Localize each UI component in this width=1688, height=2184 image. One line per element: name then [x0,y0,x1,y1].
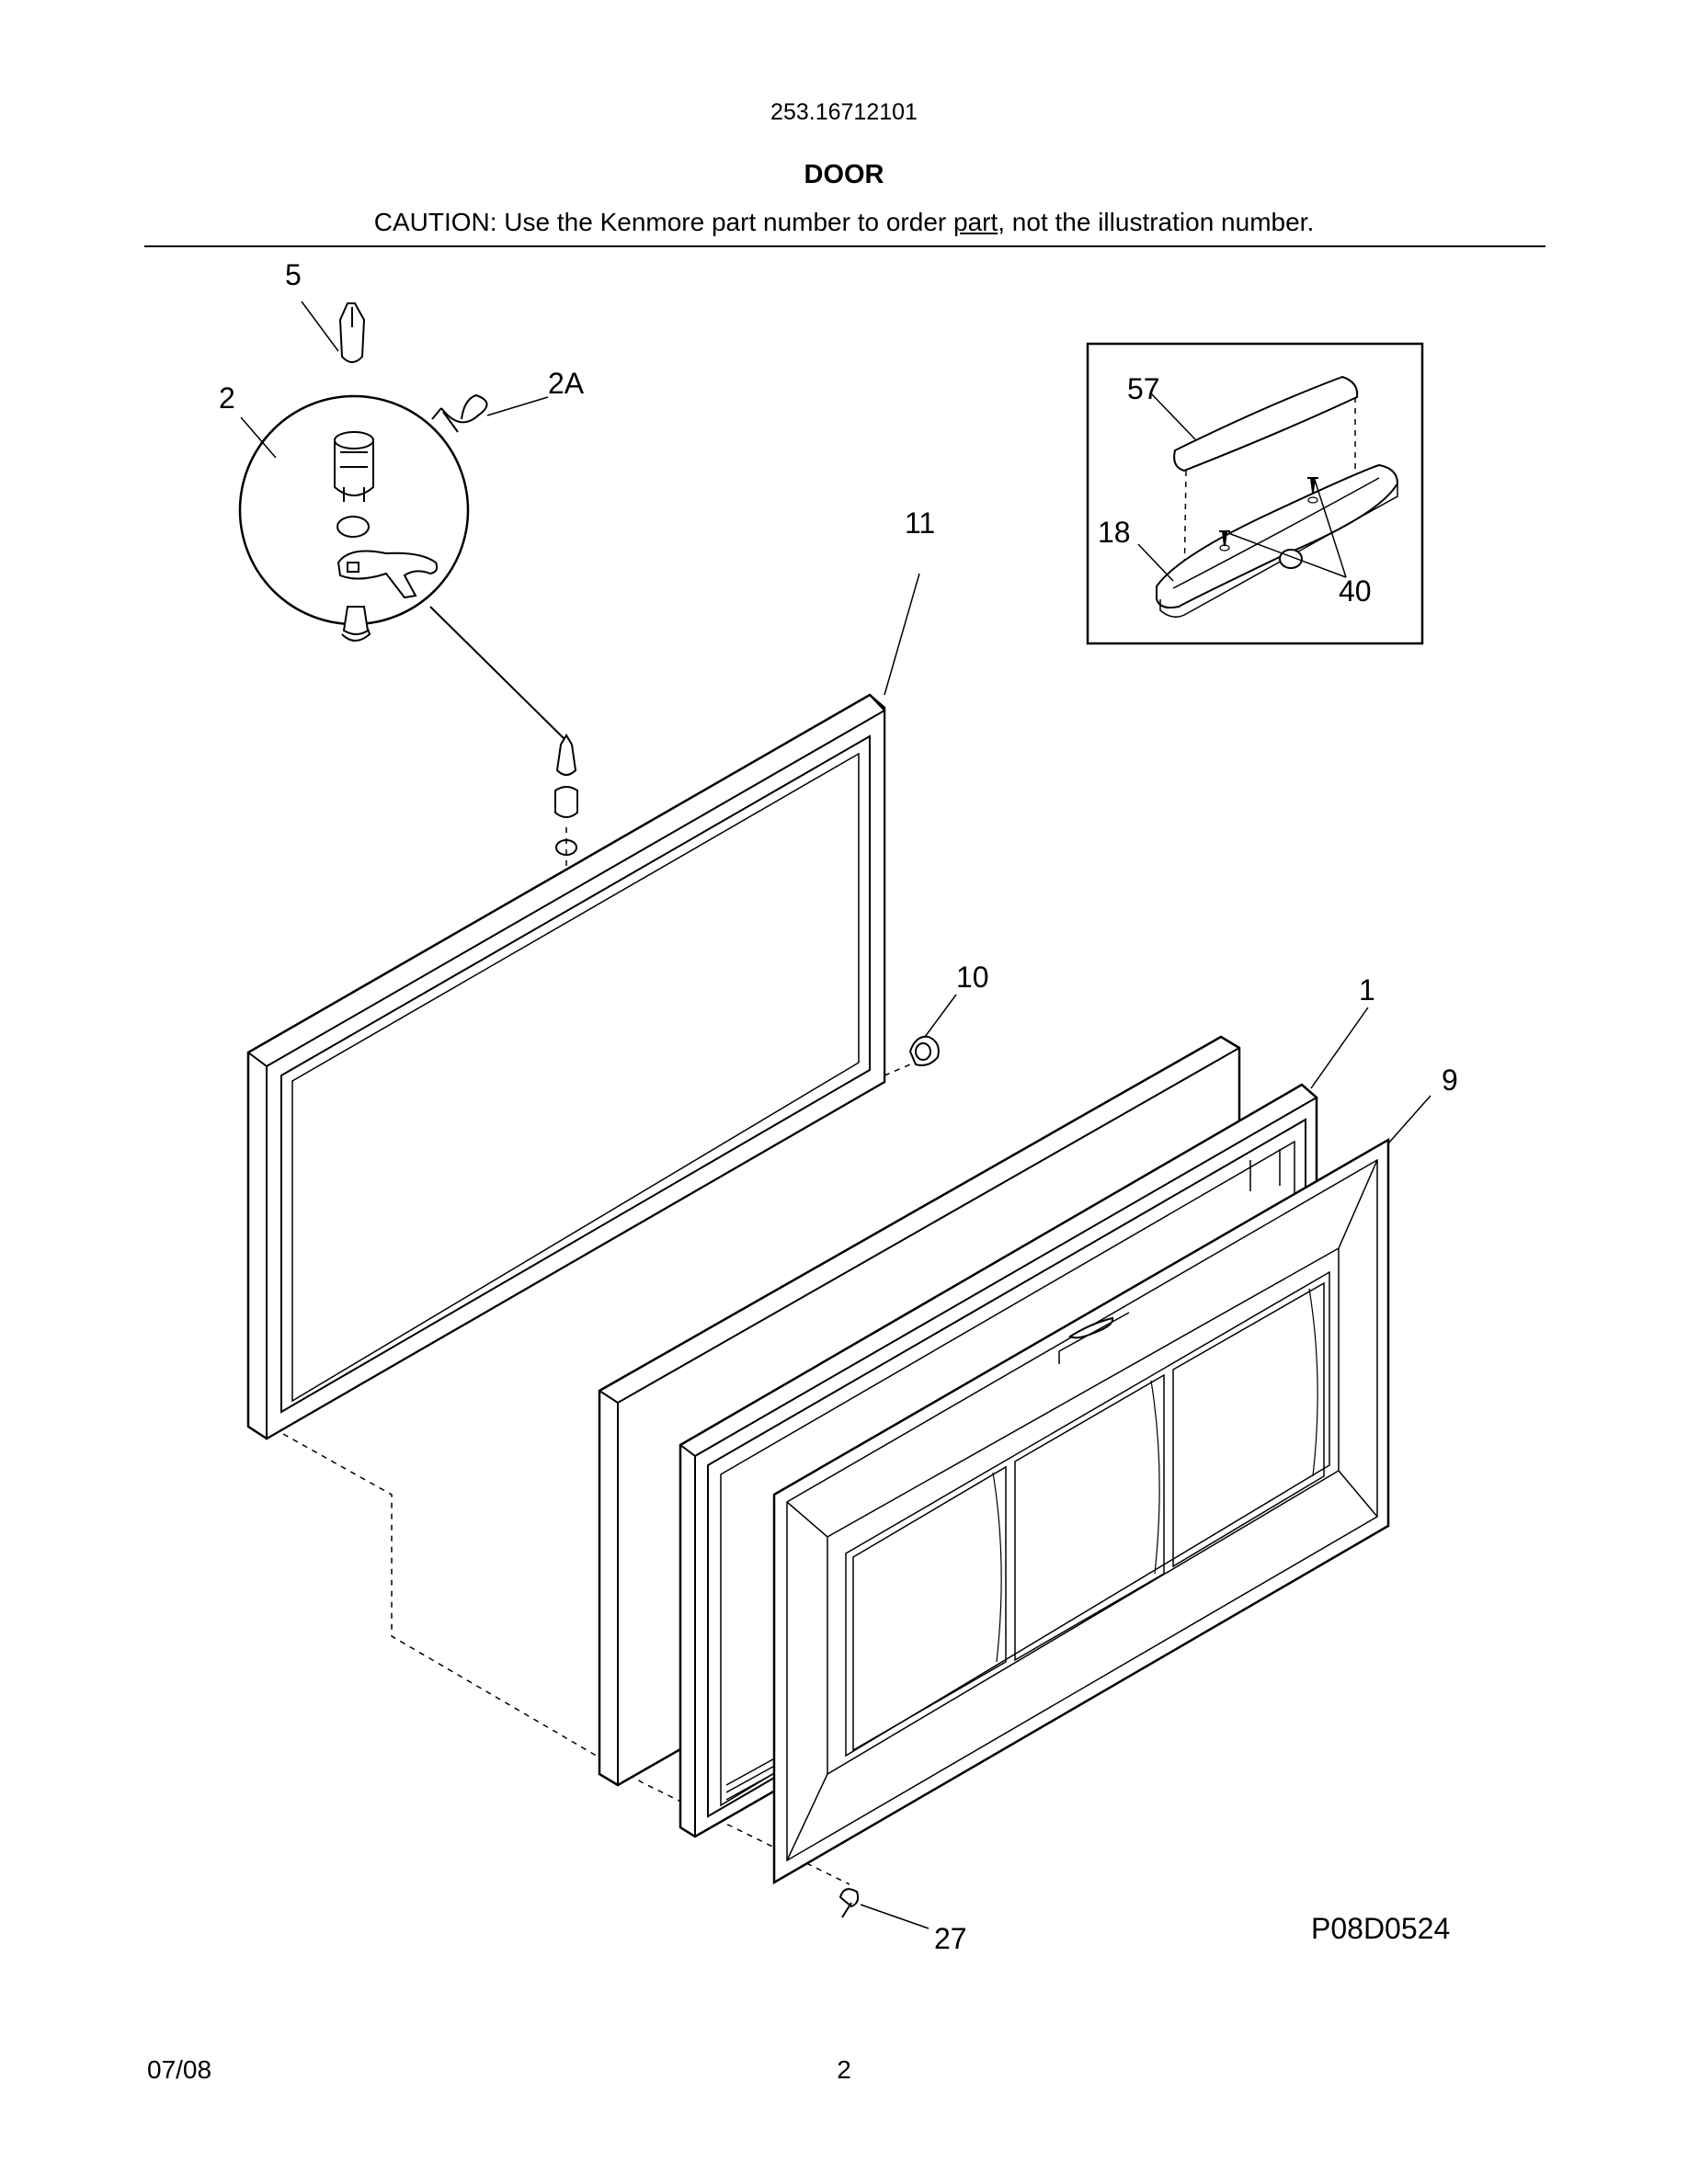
callout-18: 18 [1098,516,1131,549]
door-screw-part [838,1888,860,1918]
key-part [338,302,366,363]
lock-screw [341,606,371,642]
lock-cylinder [334,431,374,502]
model-number: 253.16712101 [770,99,918,125]
outer-door-panel-part [772,1137,1390,1885]
callout-10: 10 [956,961,989,994]
callout-2A: 2A [548,367,585,400]
handle-trim-part [1173,375,1359,472]
figure-id: P08D0524 [1311,1912,1451,1945]
caution-underlined-word: part [953,208,998,236]
o-ring [336,516,370,538]
lock-detail-group [238,302,567,742]
header-rule [144,245,1545,247]
callout-9: 9 [1442,1064,1458,1097]
callout-2: 2 [219,381,235,415]
section-title: DOOR [804,160,884,189]
handle-inset [1086,342,1424,645]
callout-57: 57 [1127,372,1160,405]
caution-text-start: CAUTION: Use the Kenmore part number to … [373,208,953,236]
callout-40: 40 [1339,574,1372,608]
callout-5: 5 [285,258,302,291]
bumper-part [908,1035,940,1066]
callout-11: 11 [905,506,935,540]
caution-text-end: , not the illustration number. [998,208,1315,236]
lock-clip-part [431,393,488,433]
handle-inset-frame [1086,342,1424,645]
caution-note: CAUTION: Use the Kenmore part number to … [0,208,1688,237]
callout-27: 27 [934,1922,967,1955]
door-liner-part [246,693,886,1440]
lock-cam [336,550,439,599]
footer-date: 07/08 [147,2055,212,2084]
page-number: 2 [837,2055,851,2084]
lock-detail-circle [238,394,470,626]
callout-1: 1 [1359,973,1375,1007]
